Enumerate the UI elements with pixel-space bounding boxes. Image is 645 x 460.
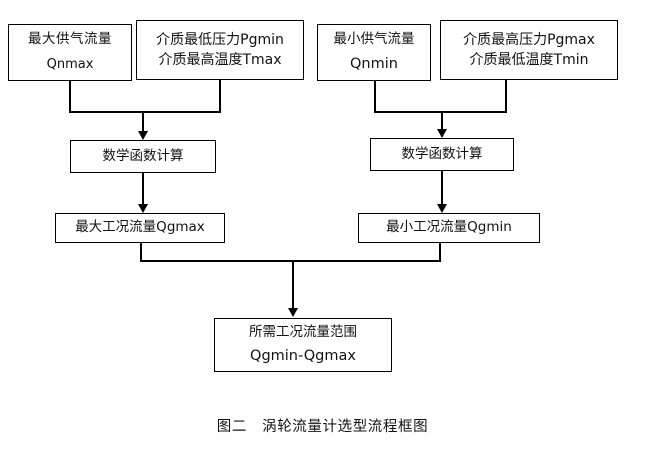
node-min-working-flow[interactable]: 最小工况流量Qgmin xyxy=(358,213,540,243)
node-max-pressure-line: 介质最高压力Pgmax xyxy=(463,31,595,48)
node-math-function-left-label: 数学函数计算 xyxy=(102,147,184,164)
connector-qnmax-down xyxy=(69,81,71,113)
node-max-supply-flow-line1: 最大供气流量 xyxy=(28,31,112,48)
connector-qgmin-down xyxy=(439,243,441,262)
node-max-supply-flow[interactable]: 最大供气流量 Qnmax xyxy=(8,24,132,81)
connector-qnmin-down xyxy=(374,81,376,113)
node-min-temp-line: 介质最低温度Tmin xyxy=(469,52,589,68)
connector-pgmin-down xyxy=(219,80,221,113)
connector-right-merge-stem xyxy=(441,111,443,130)
node-max-working-flow-label: 最大工况流量Qgmax xyxy=(75,219,205,236)
connector-left-join-bar xyxy=(69,111,221,113)
connector-qgmax-down xyxy=(140,243,142,262)
node-math-function-left[interactable]: 数学函数计算 xyxy=(70,140,216,173)
arrow-into-math-right xyxy=(436,129,447,138)
connector-right-join-bar xyxy=(374,111,507,113)
arrow-into-qgmin xyxy=(436,204,447,213)
connector-bottom-join-bar xyxy=(140,260,441,262)
node-math-function-right-label: 数学函数计算 xyxy=(401,145,483,162)
node-min-supply-flow[interactable]: 最小供气流量 Qnmin xyxy=(317,24,431,81)
connector-bottom-merge-stem xyxy=(292,260,294,309)
node-min-supply-flow-line1: 最小供气流量 xyxy=(333,30,415,47)
connector-mathleft-to-qgmax xyxy=(142,173,144,205)
node-min-working-flow-label: 最小工况流量Qgmin xyxy=(386,219,512,236)
node-min-pressure-max-temp[interactable]: 介质最低压力Pgmin 介质最高温度Tmax xyxy=(136,20,304,80)
node-required-working-flow-range[interactable]: 所需工况流量范围 Qgmin-Qgmax xyxy=(214,318,392,372)
connector-mathright-to-qgmin xyxy=(441,171,443,205)
node-min-supply-flow-line2: Qnmin xyxy=(350,56,398,73)
figure-caption: 图二 涡轮流量计选型流程框图 xyxy=(216,419,429,435)
arrow-into-qgmax xyxy=(137,204,148,213)
node-math-function-right[interactable]: 数学函数计算 xyxy=(370,138,514,171)
node-range-line2: Qgmin-Qgmax xyxy=(250,348,356,365)
connector-left-merge-stem xyxy=(142,111,144,132)
node-min-pressure-line: 介质最低压力Pgmin xyxy=(156,31,284,48)
arrow-into-math-left xyxy=(137,131,148,140)
node-max-supply-flow-line2: Qnmax xyxy=(46,56,94,72)
node-max-pressure-min-temp[interactable]: 介质最高压力Pgmax 介质最低温度Tmin xyxy=(440,20,618,80)
node-max-working-flow[interactable]: 最大工况流量Qgmax xyxy=(55,213,225,243)
arrow-into-range xyxy=(287,308,298,317)
node-range-line1: 所需工况流量范围 xyxy=(249,323,357,340)
connector-pgmax-down xyxy=(505,80,507,113)
node-max-temp-line: 介质最高温度Tmax xyxy=(158,52,282,68)
